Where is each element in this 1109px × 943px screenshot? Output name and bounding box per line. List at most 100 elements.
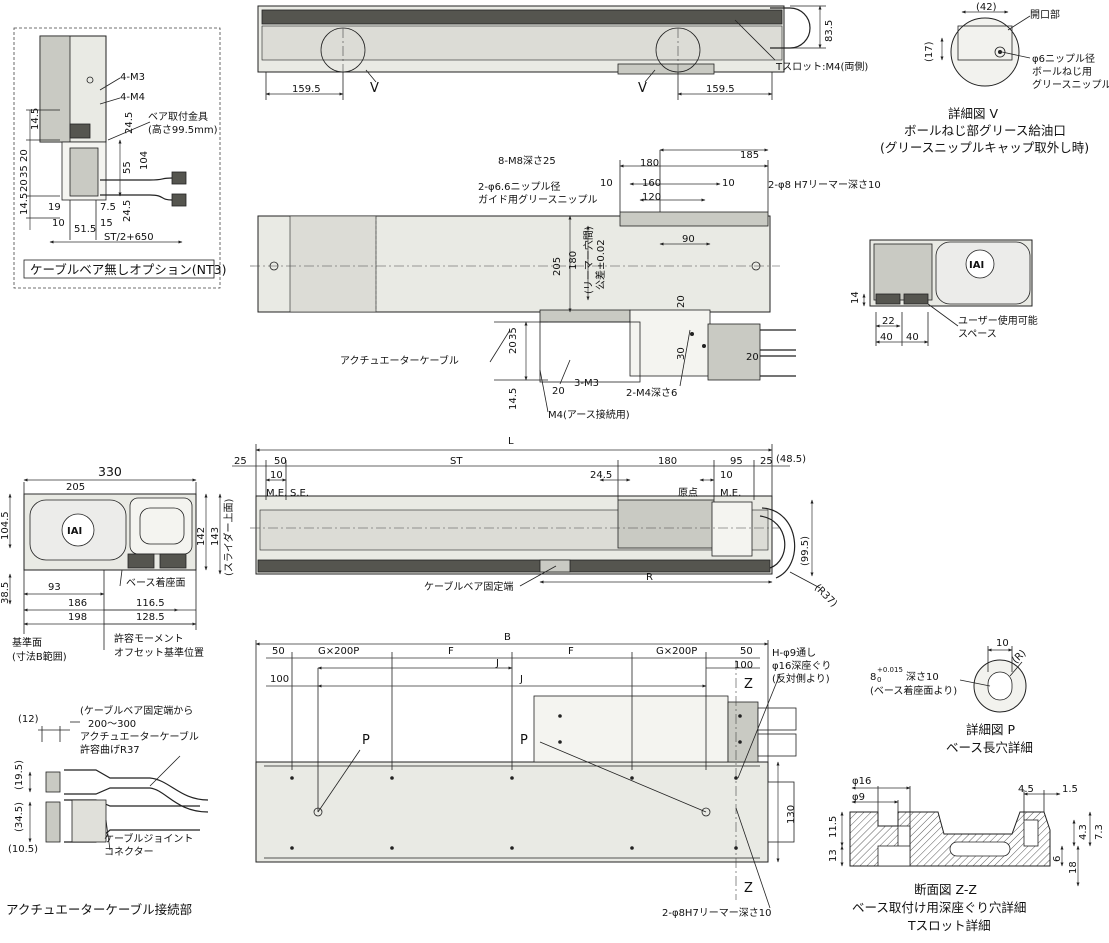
bottom-Z1: Z [744, 677, 753, 692]
end-d22: 22 [882, 316, 895, 327]
bottom-d100a: 100 [270, 674, 289, 685]
detailv-d17: (17) [924, 41, 935, 62]
nt3-d35a: 35 [19, 165, 30, 178]
nt3-dst: ST/2+650 [104, 232, 154, 243]
bottom-h2: φ16深座ぐり [772, 659, 831, 672]
detailp-basesurf: (ベース着座面より) [870, 684, 957, 697]
bottom-B: B [504, 632, 511, 643]
plan-ream1: (リーマー穴間) [582, 226, 595, 294]
front-d198: 198 [68, 612, 87, 623]
bottom-P2: P [520, 733, 528, 748]
plan-d20c: 20 [676, 295, 687, 308]
top-d1595a: 159.5 [292, 84, 321, 95]
nt3-d145a: 14.5 [30, 108, 41, 130]
bottom-d50b: 50 [740, 646, 753, 657]
plan-earth: M4(アース接続用) [548, 408, 630, 421]
plan-d180v: 180 [568, 251, 579, 270]
front-d186: 186 [68, 598, 87, 609]
detail-p: 10 (R) 8 +0.015 0 深さ10 (ベース着座面より) 詳細図 P … [870, 638, 1033, 755]
detailp-title1: 詳細図 P [966, 722, 1015, 737]
nt3-d20b: 20 [19, 179, 30, 192]
front-d93: 93 [48, 582, 61, 593]
detailv-opening: 開口部 [1030, 8, 1060, 21]
detailp-depth: 深さ10 [906, 671, 939, 683]
nt3-d245b: 24.5 [122, 200, 133, 222]
end-logo: IAI [969, 260, 984, 271]
plan-view: 8-M8深さ25 180 185 10 160 10 120 2-φ6.6ニップ… [250, 148, 881, 421]
nt3-option-view: ケーブルベア無しオプション(NT3) 4-M3 4-M4 ベア取付金具 (高さ9… [13, 27, 226, 289]
section-d13: 13 [828, 849, 839, 862]
conn-d345: (34.5) [14, 802, 25, 832]
conn-c4: 許容曲げR37 [80, 743, 140, 756]
conn-joint2: コネクター [104, 846, 154, 858]
plan-d20f: 20 [552, 386, 565, 397]
nt3-d20a: 20 [19, 149, 30, 162]
front-d385: 38.5 [0, 582, 11, 604]
detailv-nip2: ボールねじ用 [1032, 66, 1092, 78]
front-view: IAI 330 205 104.5 142 143 (スライダー上面) 38.5… [0, 464, 235, 663]
end-user1: ユーザー使用可能 [958, 314, 1038, 327]
plan-ream2: 公差±0.02 [594, 239, 607, 290]
top-v1: V [370, 81, 379, 96]
conn-joint1: ケーブルジョイント [104, 832, 193, 845]
plan-d10b: 10 [722, 178, 735, 189]
side-dST: ST [450, 456, 463, 467]
side-r37: (R37) [812, 582, 839, 609]
side-se: S.E. [290, 488, 309, 499]
end-view: IAI 14 22 40 40 ユーザー使用可能 スペース [850, 239, 1038, 346]
nt3-d10: 10 [52, 218, 65, 229]
plan-d120: 120 [642, 192, 661, 203]
detailv-title1: 詳細図 V [948, 106, 998, 121]
bottom-view: B 50 G×200P F F G×200P 50 100 100 J J Z … [255, 632, 831, 919]
conn-c2: 200〜300 [88, 719, 136, 730]
detailp-d10: 10 [996, 638, 1009, 649]
top-d835: 83.5 [824, 20, 835, 42]
detailp-title2: ベース長穴詳細 [946, 740, 1033, 755]
side-me2: M.E. [720, 488, 741, 499]
detailp-tolsup: +0.015 [877, 666, 903, 674]
detailv-d42: (42) [976, 2, 997, 13]
bottom-g1: G×200P [318, 646, 359, 657]
side-d25a: 25 [234, 456, 247, 467]
section-d43: 4.3 [1078, 824, 1089, 840]
front-ref2: (寸法B範囲) [12, 650, 67, 663]
section-d6: 6 [1052, 856, 1063, 862]
side-d50: 50 [274, 456, 287, 467]
conn-d195: (19.5) [14, 760, 25, 790]
section-d16: φ16 [852, 776, 871, 787]
front-d1045: 104.5 [0, 511, 11, 540]
nt3-d19: 19 [48, 202, 61, 213]
end-d14: 14 [850, 291, 861, 304]
plan-m3: 3-M3 [574, 378, 599, 389]
nt3-d245a: 24.5 [124, 112, 135, 134]
nt3-d55: 55 [122, 161, 133, 174]
end-d40b: 40 [906, 332, 919, 343]
front-d205: 205 [66, 482, 85, 493]
section-zz: φ16 φ9 4.5 1.5 11.5 13 4.3 7.3 6 18 断面図 … [828, 776, 1105, 933]
plan-d35b: 35 [508, 327, 519, 340]
side-me1: M.E. [266, 488, 287, 499]
detailv-title2: ボールねじ部グリース給油口 [904, 123, 1066, 138]
front-slider: (スライダー上面) [222, 498, 235, 576]
nt3-bracket2: (高さ99.5mm) [148, 123, 218, 136]
side-view: L 25 50 ST 180 95 25 (48.5) 10 10 24.5 M… [232, 436, 839, 610]
top-view: 159.5 159.5 V V 83.5 Tスロット:M4(両側) [257, 5, 868, 100]
plan-actcable: アクチュエーターケーブル [340, 354, 459, 367]
conn-title: アクチュエーターケーブル接続部 [6, 902, 192, 917]
bottom-holes [290, 714, 742, 850]
end-user2: スペース [958, 329, 997, 340]
top-v2: V [638, 81, 647, 96]
bottom-d130: 130 [786, 805, 797, 824]
front-ref1: 基準面 [12, 636, 42, 649]
cable-connection: (12) (19.5) (34.5) (10.5) (ケーブルベア固定端から 2… [6, 704, 209, 917]
nt3-m4: 4-M4 [120, 92, 145, 103]
side-d10b: 10 [720, 470, 733, 481]
front-logo: IAI [67, 526, 82, 537]
front-d1165: 116.5 [136, 598, 165, 609]
front-moment2: オフセット基準位置 [114, 646, 204, 659]
bottom-g2: G×200P [656, 646, 697, 657]
section-title3: Tスロット詳細 [907, 918, 991, 933]
detail-v: (42) (17) 開口部 φ6ニップル径 ボールねじ用 グリースニップル 詳細… [880, 2, 1109, 155]
plan-m4d6: 2-M4深さ6 [626, 387, 677, 399]
